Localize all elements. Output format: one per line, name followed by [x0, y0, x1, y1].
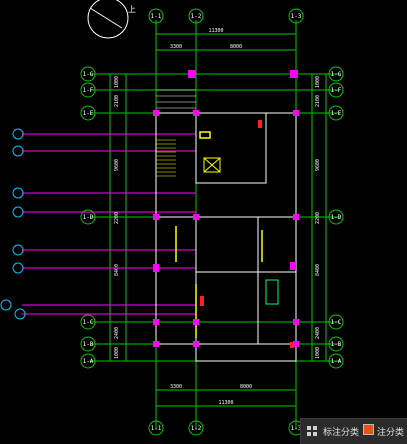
section-leaders: [22, 133, 196, 315]
bottom-dim-total: 11300: [218, 400, 233, 406]
grid-icon[interactable]: [307, 426, 317, 436]
bottom-axis-1-1-label: 1-1: [151, 425, 162, 432]
right-dim-5: 2400: [315, 327, 321, 339]
row-axis-1-a-right: 1-A: [331, 358, 342, 365]
row-axis-1-f-left: 1-F: [83, 87, 94, 94]
row-axis-1-e-right: 1-E: [331, 110, 342, 117]
bottom-dimension-lines: [156, 389, 296, 407]
right-dim-2: 9600: [315, 159, 321, 171]
top-axis-1-1-label: 1-1: [151, 13, 162, 20]
north-arrow-label: 上: [128, 5, 136, 14]
color-swatch[interactable]: [363, 424, 374, 435]
annotation-category-label[interactable]: 标注分类: [323, 428, 360, 438]
structural-columns: [153, 70, 299, 347]
row-axis-1-b-left: 1-B: [83, 341, 94, 348]
row-axis-1-a-left: 1-A: [83, 358, 94, 365]
right-dim-1: 2100: [315, 95, 321, 107]
left-dim-6: 1000: [114, 347, 120, 359]
top-dim-total: 11300: [208, 28, 223, 34]
bottom-axis-1-3-label: 1-3: [291, 425, 302, 432]
right-dimension-lines: [311, 74, 327, 361]
top-dim-right: 8000: [230, 44, 242, 50]
right-dim-6: 1000: [315, 347, 321, 359]
row-axis-1-c-left: 1-C: [83, 319, 94, 326]
row-axis-1-g-left: 1-G: [83, 71, 94, 78]
section-markers: [0, 128, 26, 320]
row-axis-1-g-right: 1-G: [331, 71, 342, 78]
right-dim-3: 2200: [315, 212, 321, 224]
column-gridlines: [155, 20, 297, 430]
row-axis-1-b-right: 1-B: [331, 341, 342, 348]
row-axis-1-d-right: 1-D: [331, 214, 342, 221]
bottom-dim-right: 8000: [240, 384, 252, 390]
left-dim-2: 9600: [114, 159, 120, 171]
row-axis-1-f-right: 1-F: [331, 87, 342, 94]
top-axis-1-2-label: 1-2: [191, 13, 202, 20]
left-dim-5: 2400: [114, 327, 120, 339]
building-walls: [155, 112, 297, 362]
upper-stair: [156, 89, 196, 109]
yellow-elements: [175, 131, 263, 338]
row-axis-1-e-left: 1-E: [83, 110, 94, 117]
left-dim-3: 2200: [114, 212, 120, 224]
bottom-axis-1-2-label: 1-2: [191, 425, 202, 432]
top-dim-left: 3300: [170, 44, 182, 50]
left-dim-1: 2100: [114, 95, 120, 107]
top-dimension-lines: [155, 28, 297, 56]
left-dim-4: 8400: [114, 264, 120, 276]
top-axis-1-3-label: 1-3: [291, 13, 302, 20]
stair: [156, 139, 176, 177]
note-category-label[interactable]: 注分类: [377, 428, 405, 438]
right-dim-4: 8400: [315, 264, 321, 276]
equipment: [265, 279, 279, 305]
annotation-panel: 标注分类 注分类: [300, 418, 407, 444]
row-axis-1-c-right: 1-C: [331, 319, 342, 326]
red-accents: [200, 120, 294, 348]
right-dim-0: 1000: [315, 76, 321, 88]
left-dimension-lines: [109, 74, 127, 361]
elevator: [203, 157, 221, 173]
bottom-dim-left: 3300: [170, 384, 182, 390]
north-arrow: 上: [87, 0, 136, 39]
row-axis-1-d-left: 1-D: [83, 214, 94, 221]
left-dim-0: 1000: [114, 76, 120, 88]
